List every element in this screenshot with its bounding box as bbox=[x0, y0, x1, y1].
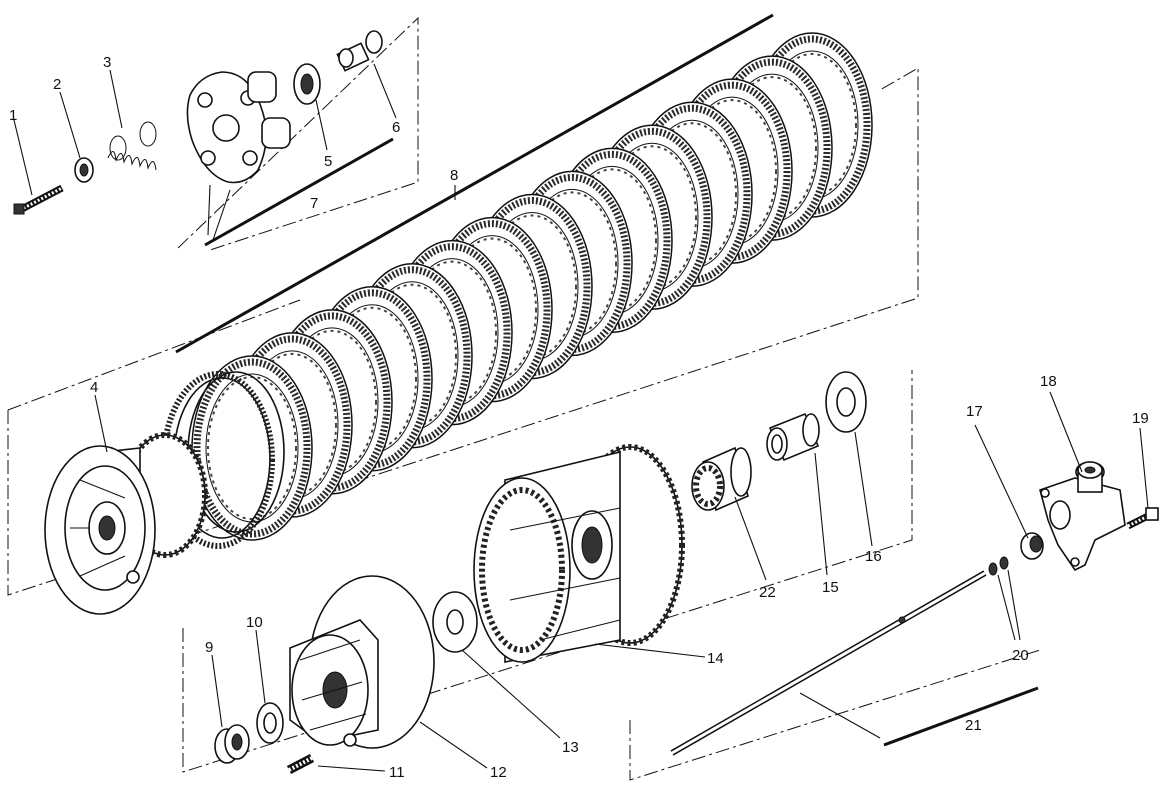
clutch-plate-ring bbox=[553, 150, 671, 330]
callout-13: 13 bbox=[562, 739, 579, 756]
thrust-washer-part bbox=[432, 591, 478, 653]
callout-21: 21 bbox=[965, 717, 982, 734]
clutch-plate-ring bbox=[191, 355, 313, 541]
bleed-bolt-part bbox=[1126, 507, 1159, 530]
clutch-plate-ring bbox=[753, 35, 871, 215]
slave-cylinder-part bbox=[1039, 461, 1126, 572]
clutch-plate-ring bbox=[513, 173, 631, 353]
callout-22: 22 bbox=[759, 584, 776, 601]
callout-12: 12 bbox=[490, 764, 507, 781]
callout-labels: 1 2 3 4 5 6 7 8 9 10 11 12 13 14 15 16 1… bbox=[9, 54, 1149, 781]
group-boundaries bbox=[7, 16, 1041, 781]
clutch-plate-ring bbox=[273, 312, 391, 492]
bush-part bbox=[336, 30, 383, 72]
front-friction-plate-ring bbox=[161, 371, 275, 549]
pushrod-bar bbox=[883, 686, 1039, 747]
callout-16: 16 bbox=[865, 548, 882, 565]
clutch-plate-ring bbox=[473, 197, 591, 376]
screw-part bbox=[13, 184, 64, 215]
clutch-plate-ring bbox=[205, 373, 299, 523]
callout-4: 4 bbox=[90, 379, 98, 396]
callout-6: 6 bbox=[392, 119, 400, 136]
callout-1: 1 bbox=[9, 107, 17, 124]
clutch-plate-ring bbox=[233, 335, 351, 515]
callout-17: 17 bbox=[966, 403, 983, 420]
bearing-part bbox=[293, 63, 321, 105]
leader-lines bbox=[13, 63, 1149, 772]
callout-8: 8 bbox=[450, 167, 458, 184]
clutch-plate-ring bbox=[433, 220, 551, 400]
needle-bearing-part bbox=[691, 446, 752, 512]
clutch-plate-pack bbox=[161, 32, 873, 549]
lock-washer-part bbox=[256, 702, 284, 744]
washer-part bbox=[74, 157, 94, 183]
group-bars bbox=[175, 13, 1039, 747]
shim-washer-part bbox=[825, 371, 867, 433]
callout-5: 5 bbox=[324, 153, 332, 170]
clutch-plate-ring bbox=[713, 58, 831, 238]
clutch-drum-part bbox=[473, 444, 685, 663]
callout-2: 2 bbox=[53, 76, 61, 93]
piston-part bbox=[1020, 532, 1044, 560]
nut-part bbox=[214, 724, 250, 764]
clutch-plate-ring bbox=[673, 81, 791, 261]
callout-20: 20 bbox=[1012, 647, 1029, 664]
callout-9: 9 bbox=[205, 639, 213, 656]
callout-7: 7 bbox=[310, 195, 318, 212]
clutch-plate-ring bbox=[393, 243, 511, 423]
callout-18: 18 bbox=[1040, 373, 1057, 390]
callout-3: 3 bbox=[103, 54, 111, 71]
inner-hub-part bbox=[289, 575, 435, 749]
clutch-plate-ring bbox=[593, 127, 711, 307]
stud-part bbox=[286, 754, 315, 774]
callout-10: 10 bbox=[246, 614, 263, 631]
callout-11: 11 bbox=[389, 764, 405, 781]
spacer-bush-part bbox=[766, 412, 820, 462]
spring-part bbox=[107, 121, 157, 171]
clutch-plate-ring bbox=[353, 266, 471, 446]
callout-15: 15 bbox=[822, 579, 839, 596]
plate-pack-bar bbox=[175, 13, 774, 354]
callout-14: 14 bbox=[707, 650, 724, 667]
part-drawings bbox=[13, 30, 1159, 774]
clutch-housing-gear-part bbox=[44, 432, 208, 615]
clutch-plate-backing bbox=[192, 356, 312, 540]
pressure-plate-part bbox=[186, 71, 291, 184]
clutch-plate-ring bbox=[193, 358, 311, 538]
o-rings-part bbox=[988, 556, 1009, 576]
pushrod-part bbox=[670, 570, 987, 756]
callout-19: 19 bbox=[1132, 410, 1149, 427]
pressure-plate-bar bbox=[204, 137, 394, 247]
clutch-plate-ring bbox=[313, 289, 431, 469]
